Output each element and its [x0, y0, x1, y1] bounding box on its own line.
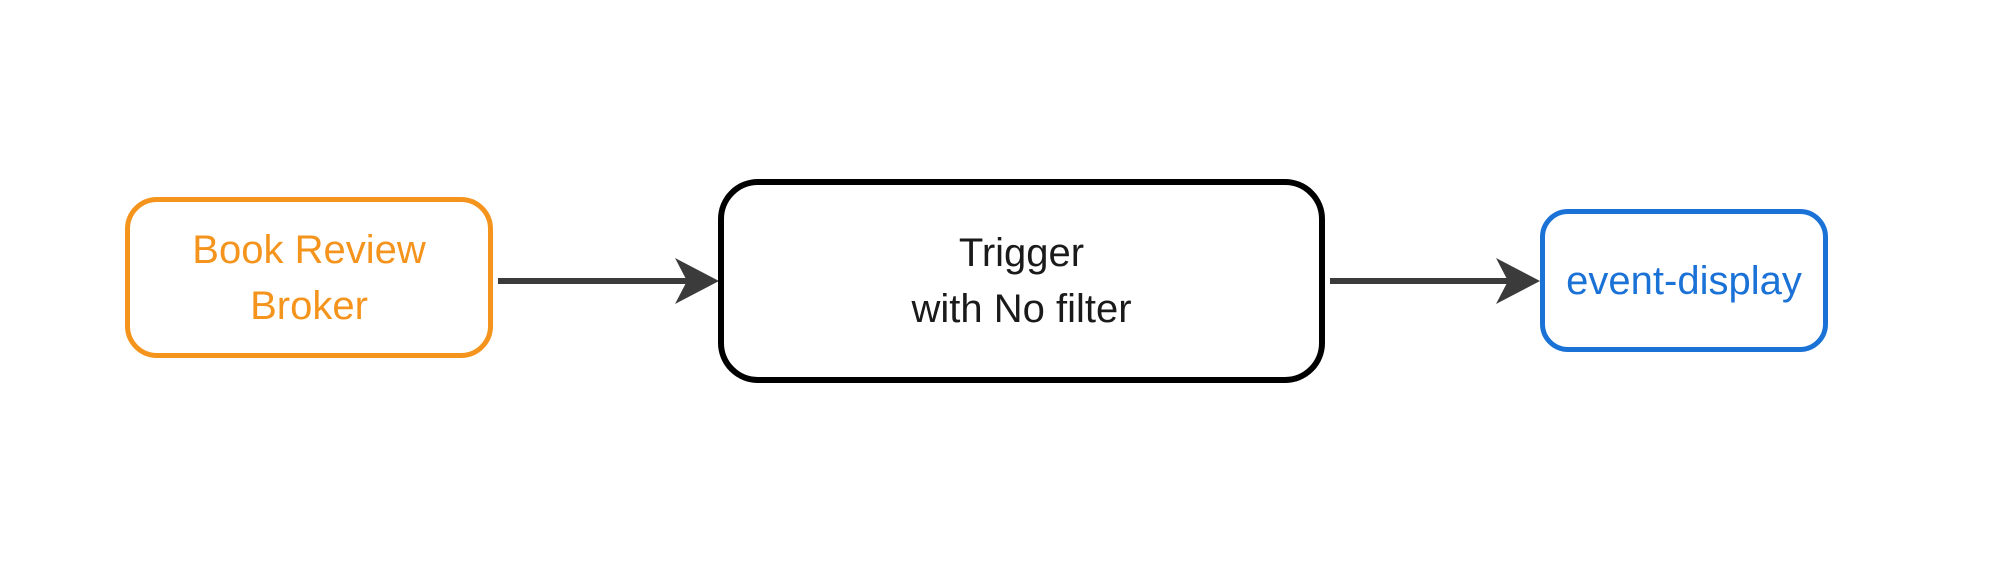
node-label-line: Broker: [250, 283, 368, 328]
node-trigger-with-no-filter: Trigger with No filter: [718, 179, 1325, 383]
node-label-line: Book Review: [192, 227, 426, 272]
arrow-broker-to-trigger: [498, 258, 719, 304]
arrowhead-icon: [1496, 258, 1540, 304]
node-label-line: event-display: [1566, 258, 1802, 303]
node-event-display: event-display: [1540, 209, 1828, 352]
arrowhead-icon: [675, 258, 719, 304]
node-book-review-broker: Book Review Broker: [125, 197, 493, 358]
arrow-trigger-to-event-display: [1330, 258, 1540, 304]
node-label-line: with No filter: [911, 287, 1132, 331]
node-label-line: Trigger: [958, 231, 1085, 275]
